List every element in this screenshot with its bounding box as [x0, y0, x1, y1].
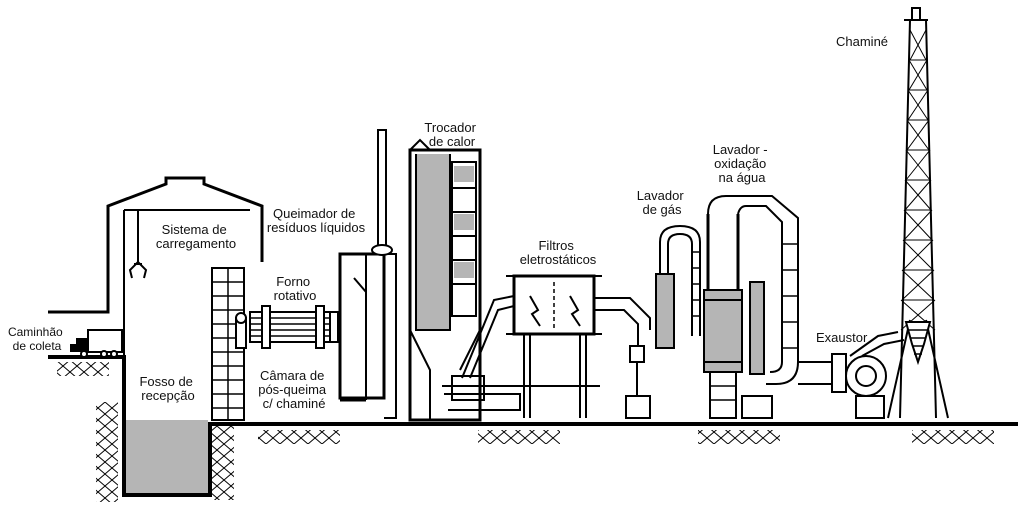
- chimney: [888, 8, 948, 418]
- label-loading-system: Sistema de carregamento: [156, 222, 236, 251]
- ducts-filter-to-scrubber: [594, 298, 650, 418]
- label-reception-pit: Fosso de recepção: [139, 374, 196, 403]
- label-heat-exchanger: Trocador de calor: [424, 120, 479, 149]
- oxidation-scrubber: [704, 196, 798, 418]
- label-afterburner: Câmara de pós-queima c/ chaminé: [258, 368, 330, 411]
- label-liquid-burner: Queimador de resíduos líquidos: [267, 206, 366, 235]
- gas-scrubber: [656, 226, 700, 348]
- reception-pit-waste: [126, 420, 208, 493]
- heat-exchanger: [410, 140, 484, 420]
- label-exhaust-fan: Exaustor: [816, 330, 868, 345]
- loading-hopper: [212, 268, 246, 420]
- afterburner-chamber: [340, 254, 396, 418]
- label-electrostatic-filters: Filtros eletrostáticos: [520, 238, 597, 267]
- label-chimney: Chaminé: [836, 34, 888, 49]
- label-truck: Caminhão de coleta: [8, 325, 66, 353]
- label-oxidation-scrubber: Lavador - oxidação na água: [713, 142, 772, 185]
- rotary-kiln: [250, 306, 340, 348]
- label-gas-scrubber: Lavador de gás: [637, 188, 688, 217]
- label-rotary-kiln: Forno rotativo: [274, 274, 317, 303]
- garbage-truck: [70, 330, 122, 357]
- liquid-burner-stack: [372, 130, 392, 255]
- loading-building: [48, 178, 262, 362]
